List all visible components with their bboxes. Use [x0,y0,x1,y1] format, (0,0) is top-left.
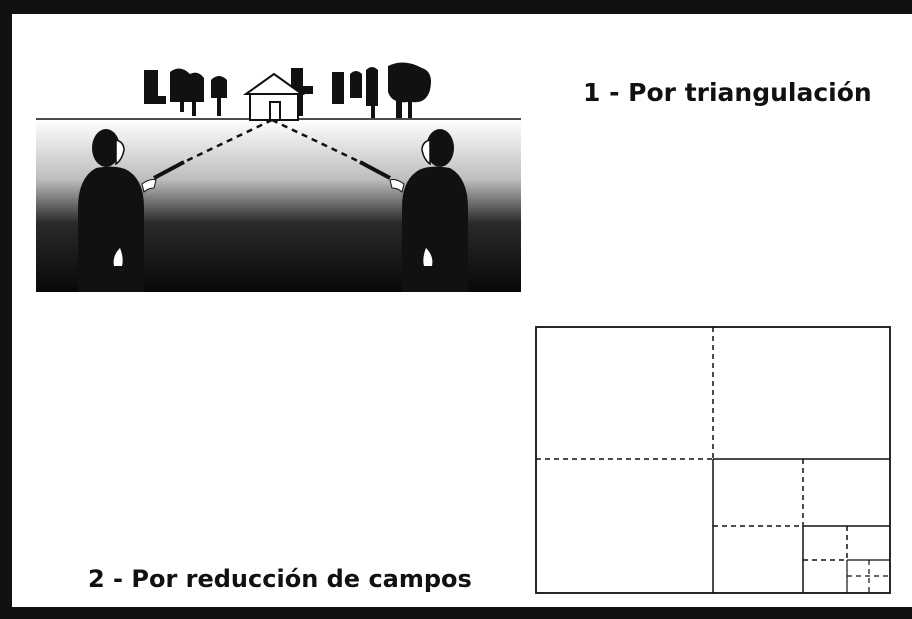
tree-icon [144,62,431,118]
triangulation-illustration [36,62,521,292]
triangulation-caption: 1 - Por triangulación [583,78,872,107]
person-pointing-icon [389,129,468,292]
field-reduction-caption: 2 - Por reducción de campos [88,565,472,593]
field-dashed-dividers [536,327,890,593]
field-reduction-grid [535,326,891,594]
sight-lines [183,118,361,164]
house-icon [242,72,306,121]
pointing-arms [153,160,391,180]
person-pointing-icon [78,129,157,292]
